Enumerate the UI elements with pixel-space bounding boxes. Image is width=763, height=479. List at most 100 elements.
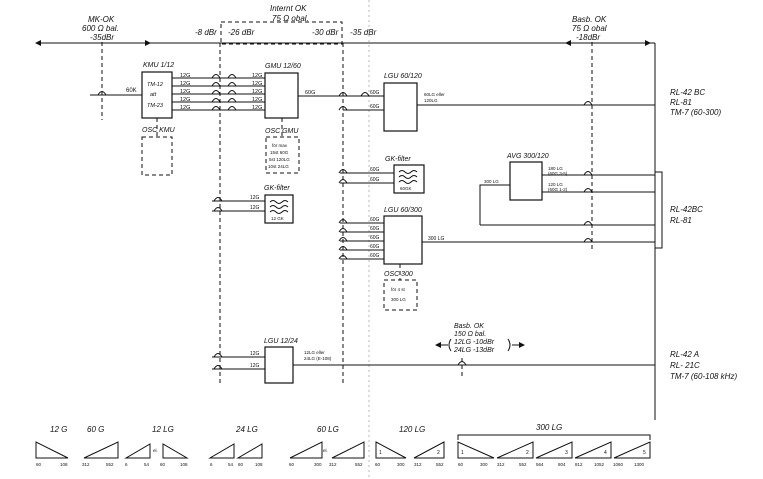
gmu-in-label: 12G xyxy=(252,73,262,79)
spectrum-tick: 812 xyxy=(575,462,583,467)
header-internt-ok: Internt OK 75 Ω obal. xyxy=(270,4,309,23)
lgu60-in-label: 60G xyxy=(370,90,380,96)
gk1-in-label: 12G xyxy=(250,205,260,211)
right-label-3a: RL-42 A xyxy=(670,350,699,359)
osc-300-block xyxy=(383,279,418,311)
spectrum-tick: 60 xyxy=(238,462,244,467)
spectrum-12g: 12 G 60 108 xyxy=(35,425,69,467)
spectrum-number: 2 xyxy=(526,450,529,456)
spectrum-tick: 300 xyxy=(314,462,322,467)
osc-gmu-line3: 5st 120LG xyxy=(269,157,290,162)
lgu24-out-label-2: 24LG (E-108) xyxy=(304,356,332,361)
header-mk-ok: MK-OK 600 Ω bal. -35dBr xyxy=(82,15,119,42)
spectrum-tick: 6 xyxy=(125,462,128,467)
connector-icon xyxy=(338,219,348,260)
spectrum-60lg: 60 LG el. 60 300 312 552 xyxy=(289,425,365,467)
gmu-in-label: 12G xyxy=(252,97,262,103)
internt-ok-frame xyxy=(220,21,343,45)
spectrum-tick: 60 xyxy=(36,462,42,467)
gk2-in-label: 60G xyxy=(370,177,380,183)
spectrum-tick: 552 xyxy=(436,462,444,467)
osc-300-title: OSC 300 xyxy=(384,271,413,278)
avg-in-label: 300 LG xyxy=(484,179,499,184)
gmu-in-label: 12G xyxy=(252,105,262,111)
kmu-out-label: 12G xyxy=(180,89,190,95)
connector-icon xyxy=(583,101,593,106)
osc-gmu-line1: för max xyxy=(272,143,288,148)
sideband-wedge-icon xyxy=(124,443,151,459)
spectrum-24lg: 24 LG 6 54 60 108 xyxy=(208,425,263,467)
spectrum-number: 2 xyxy=(437,450,440,456)
kmu-out-label: 12G xyxy=(180,73,190,79)
lgu60-out-label-2: 120LG xyxy=(424,98,438,103)
osc-kmu-title: OSC KMU xyxy=(142,127,176,134)
lgu300-in-label: 60G xyxy=(370,253,380,259)
kmu-gmu-links xyxy=(172,74,265,111)
sideband-wedge-icon xyxy=(83,441,119,459)
gmu-in-label: 12G xyxy=(252,81,262,87)
filter-wave-icon xyxy=(269,200,289,214)
mk-ok-impedance: 600 Ω bal. xyxy=(82,24,119,33)
spectrum-tick: 60 xyxy=(458,462,464,467)
basb-ok-mid-level1: 12LG -10dBr xyxy=(454,339,495,346)
basb-ok-top-impedance: 75 Ω obal xyxy=(572,24,607,33)
spectrum-300lg: 300 LG 1 2 3 4 5 60 300 312 552 564 804 … xyxy=(457,423,651,467)
spectrum-tick: 552 xyxy=(355,462,363,467)
spectrum-tick: 804 xyxy=(558,462,566,467)
connector-icon xyxy=(457,361,467,366)
spectrum-120lg: 120 LG 1 2 60 300 312 552 xyxy=(375,425,445,467)
right-label-3c: TM-7 (60-108 kHz) xyxy=(670,372,737,381)
gk2-in-label: 60G xyxy=(370,167,380,173)
right-label-1c: TM-7 (60-300) xyxy=(670,108,721,117)
avg-input-line xyxy=(479,184,510,225)
mk-ok-title: MK-OK xyxy=(88,15,115,24)
kmu-out-label: 12G xyxy=(180,81,190,87)
spectrum-number: 4 xyxy=(604,450,607,456)
gk-filter-1-title: GK-filter xyxy=(264,185,290,192)
connector-icon xyxy=(211,74,221,111)
right-label-2b: RL-81 xyxy=(670,216,692,225)
kmu-block xyxy=(141,71,173,119)
sideband-wedge-icon xyxy=(208,443,235,459)
lgu24-in-label: 12G xyxy=(250,351,260,357)
sideband-wedge-icon xyxy=(236,443,263,459)
lgu60-out-label-1: 60LG eller xyxy=(424,92,445,97)
connector-icon xyxy=(97,91,107,96)
right-label-2a: RL-42BC xyxy=(670,205,703,214)
kmu-input-label: 60K xyxy=(126,88,137,94)
lgu24-in-label: 12G xyxy=(250,363,260,369)
spectrum-tick: 312 xyxy=(414,462,422,467)
header-basb-ok-top: Basb. OK 75 Ω obal -18dBr xyxy=(572,15,607,42)
spectrum-number: 5 xyxy=(643,450,646,456)
spectrum-label: 60 G xyxy=(87,425,104,434)
spectrum-label: 60 LG xyxy=(317,425,339,434)
sideband-wedge-icon xyxy=(496,441,534,459)
spectrum-tick: 1052 xyxy=(594,462,605,467)
spectrum-tick: 108 xyxy=(60,462,68,467)
gmu-out-label: 60G xyxy=(305,90,315,96)
spectrum-number: 3 xyxy=(565,450,568,456)
spectrum-bracket xyxy=(457,434,651,440)
kmu-line2: att xyxy=(150,92,157,98)
spectrum-12lg: 12 LG el. 6 54 60 108 xyxy=(124,425,189,467)
lgu-60-120-block xyxy=(383,82,418,132)
spectrum-tick: 300 xyxy=(397,462,405,467)
gk-filter-2-block xyxy=(393,164,425,194)
spectrum-number: 1 xyxy=(379,450,382,456)
basb-ok-mid-impedance: 150 Ω bal. xyxy=(454,331,486,338)
avg-out1-label-1: 180 LG xyxy=(548,166,563,171)
spectrum-label: 12 G xyxy=(50,425,67,434)
internt-ok-impedance: 75 Ω obal. xyxy=(272,14,309,23)
connector-icon xyxy=(227,74,237,111)
spectrum-label: 300 LG xyxy=(536,423,562,432)
gk-filter-2-title: GK-filter xyxy=(385,156,411,163)
spectrum-tick: 552 xyxy=(519,462,527,467)
osc-gmu-line4: 10st 24LG xyxy=(268,164,289,169)
gmu-block xyxy=(264,72,299,119)
lgu-60-120-title: LGU 60/120 xyxy=(384,73,422,80)
sideband-wedge-icon xyxy=(535,441,573,459)
avg-title: AVG 300/120 xyxy=(506,153,549,160)
connector-icon xyxy=(583,171,593,226)
sideband-wedge-icon xyxy=(35,441,69,459)
right-label-1b: RL-81 xyxy=(670,98,692,107)
